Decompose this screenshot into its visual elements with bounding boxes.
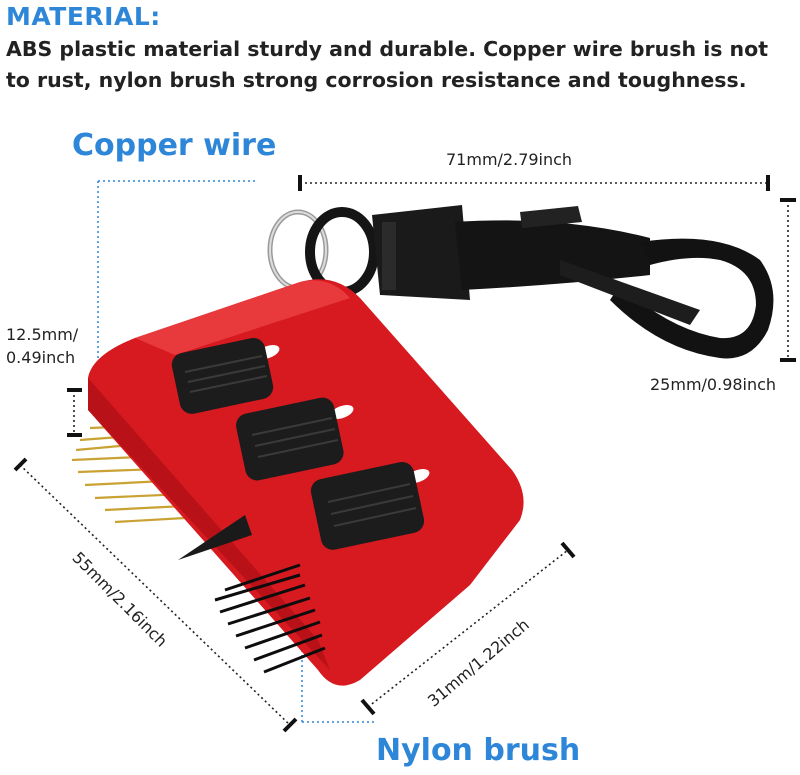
dimension-lines (19, 182, 789, 726)
pick-tool (178, 515, 252, 560)
copper-wire-callout: Copper wire (72, 128, 277, 163)
material-description: ABS plastic material sturdy and durable.… (6, 37, 769, 92)
dim-bristle-label-1: 12.5mm/ (6, 325, 79, 344)
dimension-ticks (13, 175, 796, 733)
dim-width-label: 71mm/2.79inch (446, 150, 573, 169)
clip (305, 205, 774, 359)
dim-clip-height-label: 25mm/0.98inch (650, 375, 777, 394)
slider-buttons (171, 337, 430, 550)
nylon-brush-callout: Nylon brush (376, 733, 581, 768)
nylon-bristles (214, 563, 326, 674)
material-title: MATERIAL: (6, 2, 161, 31)
dim-bristle-label-2: 0.49inch (6, 348, 76, 367)
